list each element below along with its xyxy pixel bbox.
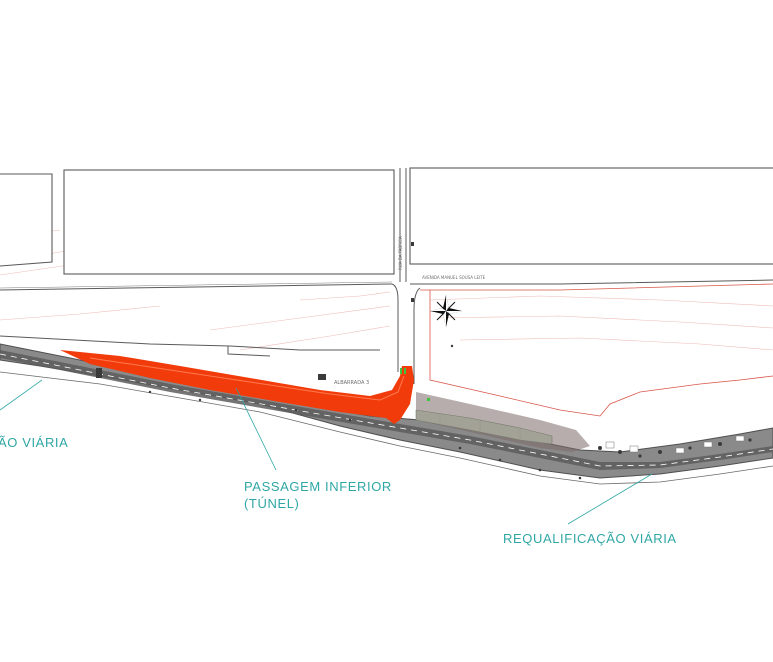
- building-blocks: [0, 167, 773, 275]
- road-centerline: [0, 353, 773, 467]
- label-tunnel-line2: (TÚNEL): [244, 496, 300, 511]
- green-markers: [400, 368, 430, 401]
- building-block-left: [0, 173, 53, 267]
- road-outer-edge: [0, 371, 773, 485]
- label-tunnel-line1: PASSAGEM INFERIOR: [244, 479, 392, 494]
- road-dark-inner: [0, 350, 773, 470]
- label-requalification-right: REQUALIFICAÇÃO VIÁRIA: [503, 531, 677, 546]
- label-leaders: [0, 379, 653, 525]
- street-edges: [0, 168, 773, 384]
- north-arrow-icon: [430, 295, 462, 327]
- label-requalification-left: ÃO VIÁRIA: [0, 435, 69, 450]
- property-outline: [420, 283, 773, 417]
- tunnel-highlight: [60, 350, 414, 424]
- street-name-top: AVENIDA MANUEL SOUSA LEITE: [422, 275, 486, 280]
- sidewalk-blocks: [605, 435, 745, 454]
- building-block-right: [409, 167, 773, 265]
- label-tunnel: PASSAGEM INFERIOR (TÚNEL): [244, 478, 392, 512]
- access-area: [416, 392, 590, 452]
- ramp-label: ALBARRADA 3: [334, 380, 369, 386]
- street-name-vertical: RUA DA FÁBRICA: [398, 236, 403, 270]
- tunnel-highlight-edge: [89, 357, 405, 401]
- curb-details: [96, 242, 752, 480]
- building-block-center: [63, 169, 395, 275]
